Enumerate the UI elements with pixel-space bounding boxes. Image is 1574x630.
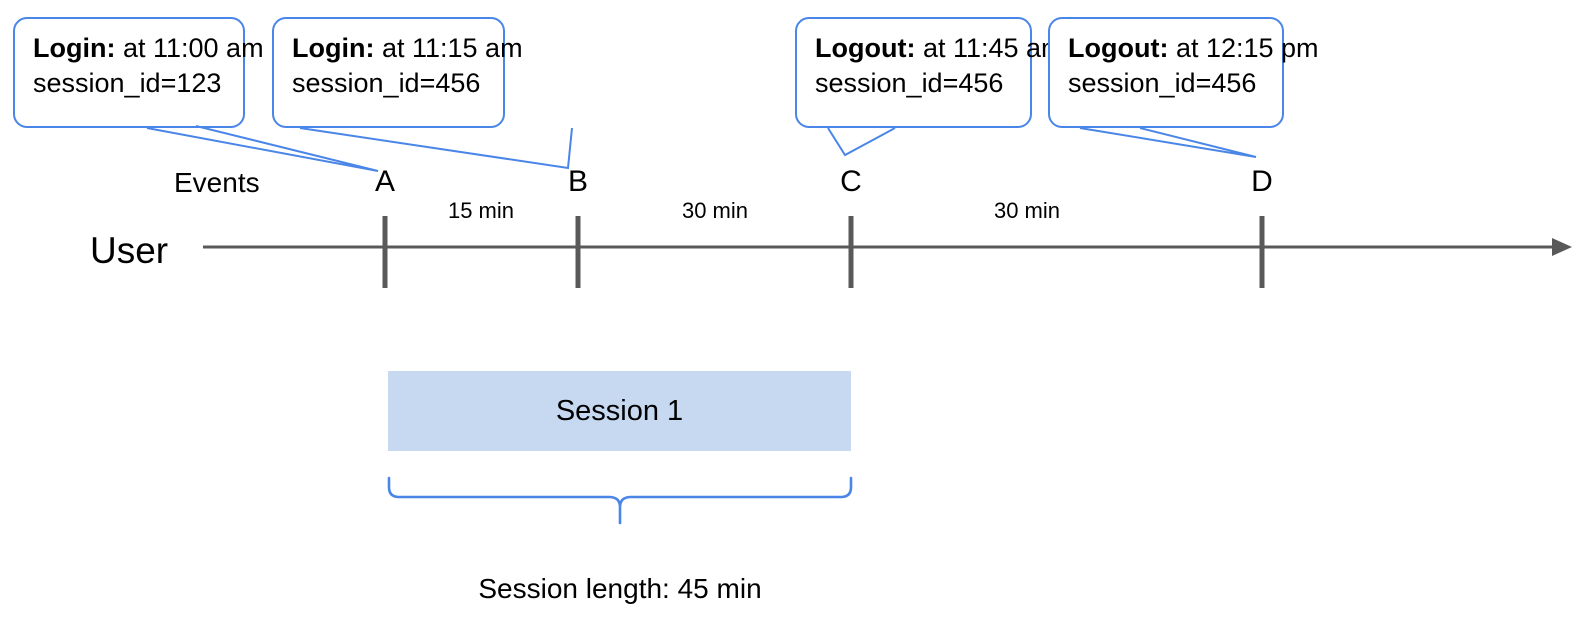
- callout-event-d: Logout: at 12:15 pm session_id=456: [1048, 17, 1319, 128]
- session-bar-1: Session 1: [388, 371, 851, 451]
- callout-d-kind: Logout:: [1068, 33, 1169, 63]
- callout-b-session: session_id=456: [292, 68, 481, 99]
- events-label: Events: [174, 167, 260, 198]
- timeline-row-label: User: [90, 230, 169, 271]
- callout-c-line1: Logout: at 11:45 am: [815, 31, 1064, 66]
- callout-event-a: Login: at 11:00 am session_id=123: [13, 17, 264, 128]
- callout-a-session: session_id=123: [33, 68, 222, 99]
- interval-label-bc: 30 min: [681, 198, 749, 223]
- timeline-ticks: [382, 216, 1265, 288]
- callout-c-detail: at 11:45 am: [915, 33, 1064, 63]
- session-length-brace: [387, 476, 853, 525]
- callout-a-detail: at 11:00 am: [115, 33, 264, 63]
- callout-b-kind: Login:: [292, 33, 375, 63]
- interval-label-cd: 30 min: [993, 198, 1061, 223]
- callout-d-session: session_id=456: [1068, 68, 1257, 99]
- callout-d-detail: at 12:15 pm: [1168, 33, 1319, 63]
- timeline-axis: [203, 238, 1572, 256]
- session-length-caption: Session length: 45 min: [478, 573, 762, 604]
- marker-label-b: B: [567, 165, 588, 198]
- callout-tail-c: [827, 127, 896, 157]
- callout-event-b: Login: at 11:15 am session_id=456: [272, 17, 523, 128]
- callout-tail-a: [146, 125, 379, 172]
- callout-tail-b: [299, 127, 573, 170]
- callout-a-kind: Login:: [33, 33, 116, 63]
- interval-label-ab: 15 min: [447, 198, 515, 223]
- callout-b-detail: at 11:15 am: [374, 33, 523, 63]
- callout-tail-d: [1079, 127, 1257, 158]
- marker-label-a: A: [374, 165, 395, 198]
- marker-label-d: D: [1251, 165, 1273, 198]
- callout-b-line1: Login: at 11:15 am: [292, 31, 523, 66]
- callout-d-line1: Logout: at 12:15 pm: [1068, 31, 1319, 66]
- session-bar-label: Session 1: [555, 394, 684, 427]
- callout-c-session: session_id=456: [815, 68, 1004, 99]
- marker-label-c: C: [840, 165, 862, 198]
- callout-c-kind: Logout:: [815, 33, 916, 63]
- callout-event-c: Logout: at 11:45 am session_id=456: [795, 17, 1064, 128]
- callout-a-line1: Login: at 11:00 am: [33, 31, 264, 66]
